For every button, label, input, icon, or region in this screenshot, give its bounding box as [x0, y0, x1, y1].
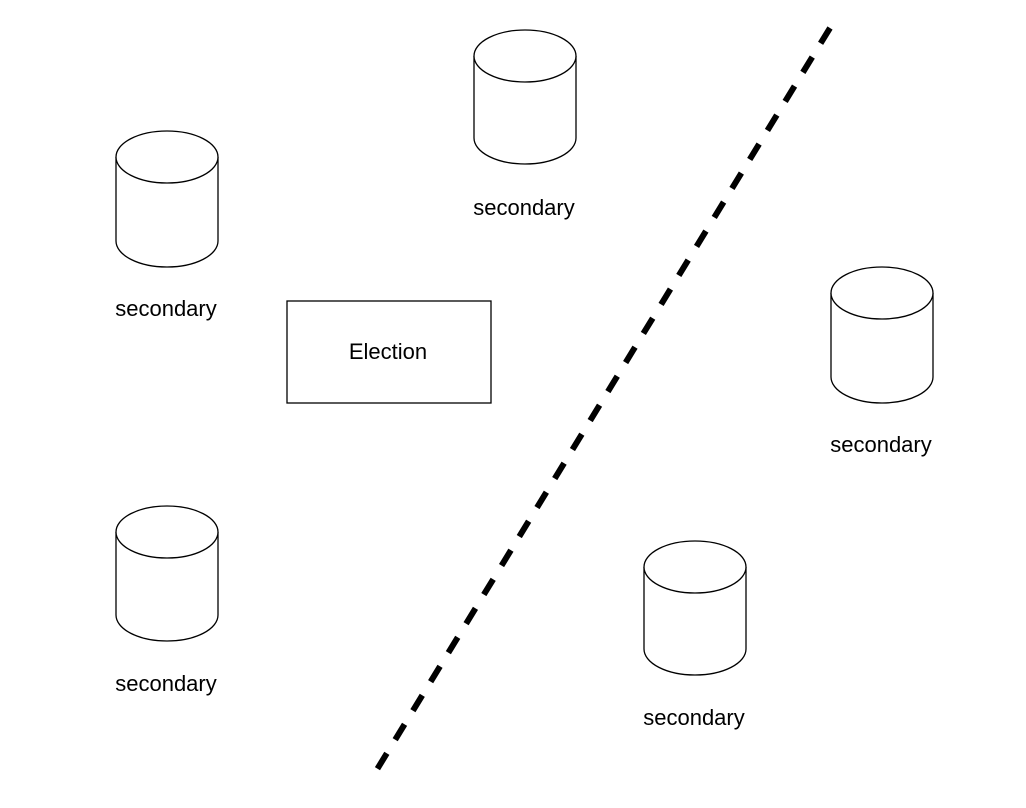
database-node-left-lower: secondary — [115, 505, 219, 696]
database-node-top-center: secondary — [473, 29, 577, 220]
database-icon — [473, 29, 577, 165]
database-icon — [115, 505, 219, 642]
database-icon — [115, 130, 219, 268]
database-label: secondary — [473, 195, 575, 220]
database-node-bottom-center: secondary — [643, 540, 747, 730]
database-label: secondary — [643, 705, 745, 730]
election-label: Election — [349, 339, 427, 364]
database-node-left-upper: secondary — [115, 130, 219, 321]
database-label: secondary — [115, 671, 217, 696]
database-label: secondary — [830, 432, 932, 457]
database-label: secondary — [115, 296, 217, 321]
database-icon — [643, 540, 747, 676]
election-rectangle — [286, 300, 492, 404]
database-icon — [830, 266, 934, 404]
database-node-right-middle: secondary — [830, 266, 934, 457]
election-box: Election — [286, 300, 492, 404]
network-partition-line — [370, 26, 833, 778]
